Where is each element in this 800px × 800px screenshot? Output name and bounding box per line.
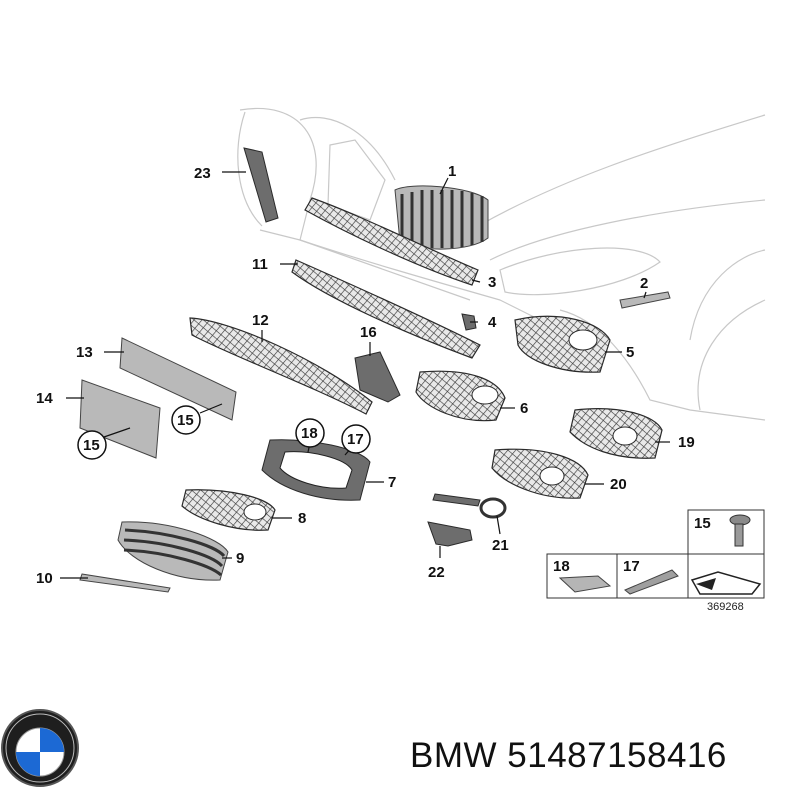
label-10: 10 bbox=[36, 570, 53, 587]
label-13: 13 bbox=[76, 344, 93, 361]
label-7: 7 bbox=[388, 474, 396, 491]
label-2: 2 bbox=[640, 275, 648, 292]
label-23: 23 bbox=[194, 165, 211, 182]
label-20: 20 bbox=[610, 476, 627, 493]
legend-screw-box: 15 bbox=[687, 509, 765, 555]
part-6-fog-grille bbox=[415, 370, 506, 422]
part-8-fog-frame bbox=[181, 489, 276, 531]
callout-circle-15b bbox=[77, 430, 107, 460]
part-12-side-grille bbox=[189, 317, 373, 415]
part-4-clip bbox=[461, 313, 477, 331]
part-7-fog-frame bbox=[261, 439, 371, 501]
label-18a: 18 bbox=[301, 425, 318, 442]
legend-bottom-boxes: 18 17 369268 bbox=[546, 553, 765, 613]
part-14-license-plate-base bbox=[79, 379, 161, 459]
part-20-fog-grille bbox=[491, 448, 589, 499]
part-19-fog-grille bbox=[569, 408, 663, 459]
label-3: 3 bbox=[488, 274, 496, 291]
part-16-bracket bbox=[354, 351, 401, 403]
bmw-logo bbox=[1, 709, 79, 787]
label-6: 6 bbox=[520, 400, 528, 417]
part-10-trim-strip bbox=[79, 573, 171, 593]
part-number-caption: BMW 51487158416 bbox=[410, 736, 727, 775]
label-11: 11 bbox=[252, 256, 268, 273]
label-21: 21 bbox=[492, 537, 509, 554]
car-body-outline bbox=[237, 108, 766, 421]
callout-circle-15a bbox=[171, 405, 201, 435]
label-15c: 15 bbox=[694, 515, 711, 532]
callout-circle-18 bbox=[295, 418, 325, 448]
label-15a: 15 bbox=[177, 412, 194, 429]
part-22-bracket bbox=[427, 521, 473, 547]
label-22: 22 bbox=[428, 564, 445, 581]
callout-labels: 1 2 3 4 5 6 7 8 9 10 11 12 13 14 15 15 1… bbox=[36, 163, 695, 587]
label-15b: 15 bbox=[83, 437, 100, 454]
label-9: 9 bbox=[236, 550, 244, 567]
part-3-upper-grille bbox=[304, 197, 479, 286]
label-16: 16 bbox=[360, 324, 377, 341]
part-9-side-grille bbox=[117, 521, 229, 581]
part-2-trim-strip bbox=[619, 291, 671, 309]
part-23-air-intake bbox=[243, 147, 279, 223]
part-21-bracket bbox=[432, 493, 507, 519]
part-11-lower-center-grille bbox=[291, 259, 481, 359]
label-12: 12 bbox=[252, 312, 269, 329]
diagram-number: 369268 bbox=[707, 601, 744, 613]
label-1: 1 bbox=[448, 163, 456, 180]
label-14: 14 bbox=[36, 390, 53, 407]
label-17a: 17 bbox=[347, 431, 364, 448]
label-17b: 17 bbox=[623, 558, 640, 575]
callout-circle-17 bbox=[341, 424, 371, 454]
label-19: 19 bbox=[678, 434, 695, 451]
part-5-fog-grille bbox=[514, 315, 611, 373]
label-8: 8 bbox=[298, 510, 306, 527]
label-5: 5 bbox=[626, 344, 634, 361]
label-4: 4 bbox=[488, 314, 497, 331]
label-18b: 18 bbox=[553, 558, 570, 575]
part-13-license-bracket bbox=[119, 337, 237, 421]
